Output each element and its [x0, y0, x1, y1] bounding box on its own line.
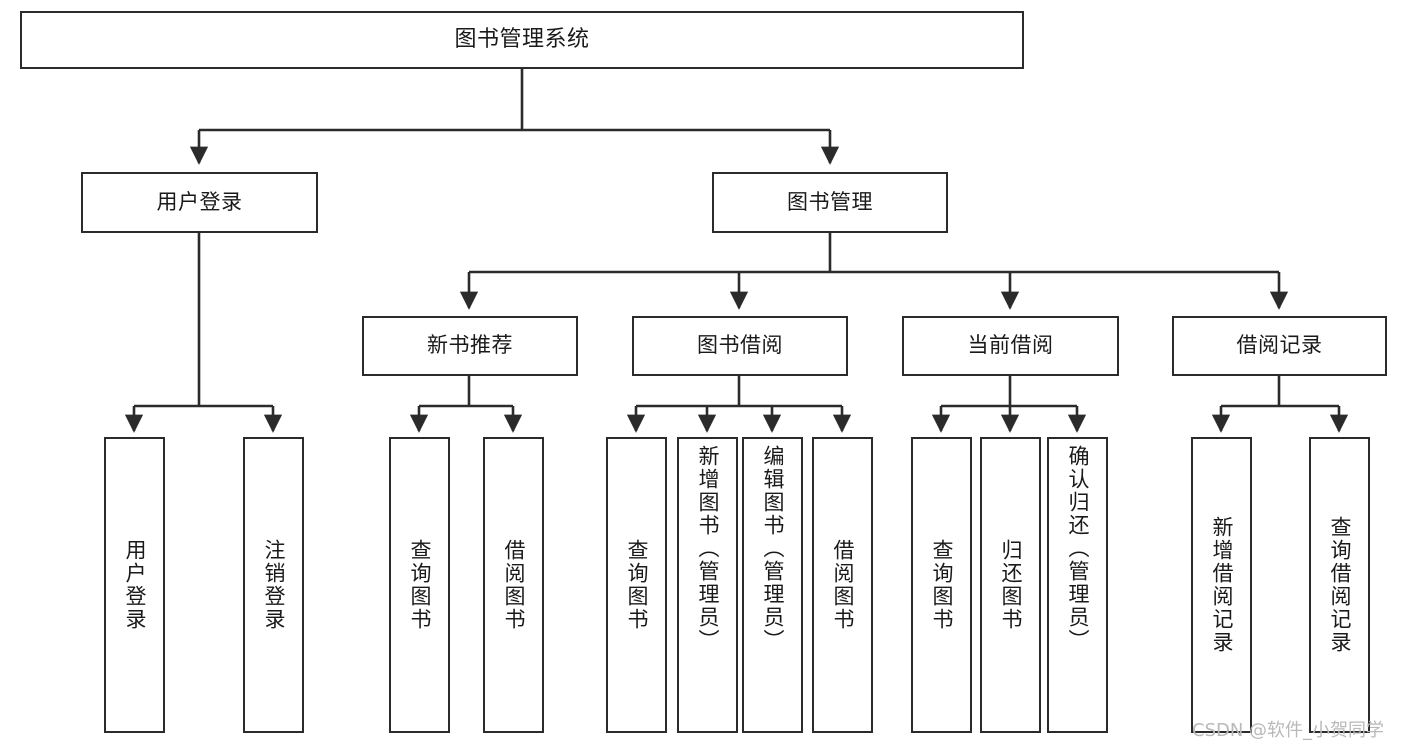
node-label: 图书管理系统	[454, 26, 590, 52]
node-label: 查询图书	[930, 539, 954, 631]
node-borrow-records[interactable]: 借阅记录	[1172, 316, 1387, 376]
node-label: 查询图书	[625, 539, 649, 631]
node-label: 借阅图书	[502, 539, 526, 631]
leaf-borrow-query-book[interactable]: 查询图书	[606, 437, 667, 733]
node-label: 新增图书（管理员）	[696, 445, 720, 652]
leaf-borrow-add-book-admin[interactable]: 新增图书（管理员）	[677, 437, 738, 733]
node-book-borrow[interactable]: 图书借阅	[632, 316, 848, 376]
node-label: 查询借阅记录	[1328, 516, 1352, 654]
node-label: 确认归还（管理员）	[1066, 445, 1090, 652]
node-label: 借阅图书	[831, 539, 855, 631]
node-book-management[interactable]: 图书管理	[712, 172, 948, 233]
leaf-recommend-query-book[interactable]: 查询图书	[389, 437, 450, 733]
csdn-watermark: CSDN @软件_小贺同学	[1192, 720, 1385, 741]
node-label: 借阅记录	[1236, 333, 1323, 358]
node-root-system[interactable]: 图书管理系统	[20, 11, 1024, 69]
leaf-records-query-record[interactable]: 查询借阅记录	[1309, 437, 1370, 733]
node-user-login[interactable]: 用户登录	[81, 172, 318, 233]
leaf-records-add-record[interactable]: 新增借阅记录	[1191, 437, 1252, 733]
leaf-recommend-borrow-book[interactable]: 借阅图书	[483, 437, 544, 733]
node-label: 图书借阅	[697, 333, 783, 358]
node-label: 新增借阅记录	[1210, 516, 1234, 654]
leaf-current-return-book[interactable]: 归还图书	[980, 437, 1041, 733]
leaf-current-confirm-return-admin[interactable]: 确认归还（管理员）	[1047, 437, 1108, 733]
leaf-borrow-edit-book-admin[interactable]: 编辑图书（管理员）	[742, 437, 803, 733]
leaf-user-login-signin[interactable]: 用户登录	[104, 437, 165, 733]
node-label: 查询图书	[408, 539, 432, 631]
leaf-borrow-borrow-book[interactable]: 借阅图书	[812, 437, 873, 733]
node-label: 归还图书	[999, 539, 1023, 631]
node-label: 当前借阅	[967, 333, 1054, 358]
node-label: 用户登录	[156, 189, 243, 214]
leaf-current-query-book[interactable]: 查询图书	[911, 437, 972, 733]
node-label: 新书推荐	[427, 333, 513, 358]
node-label: 编辑图书（管理员）	[761, 445, 785, 652]
node-label: 用户登录	[123, 539, 147, 631]
leaf-user-login-signout[interactable]: 注销登录	[243, 437, 304, 733]
node-label: 注销登录	[262, 539, 286, 631]
node-new-book-recommend[interactable]: 新书推荐	[362, 316, 578, 376]
node-label: 图书管理	[787, 189, 873, 214]
node-current-borrow[interactable]: 当前借阅	[902, 316, 1119, 376]
